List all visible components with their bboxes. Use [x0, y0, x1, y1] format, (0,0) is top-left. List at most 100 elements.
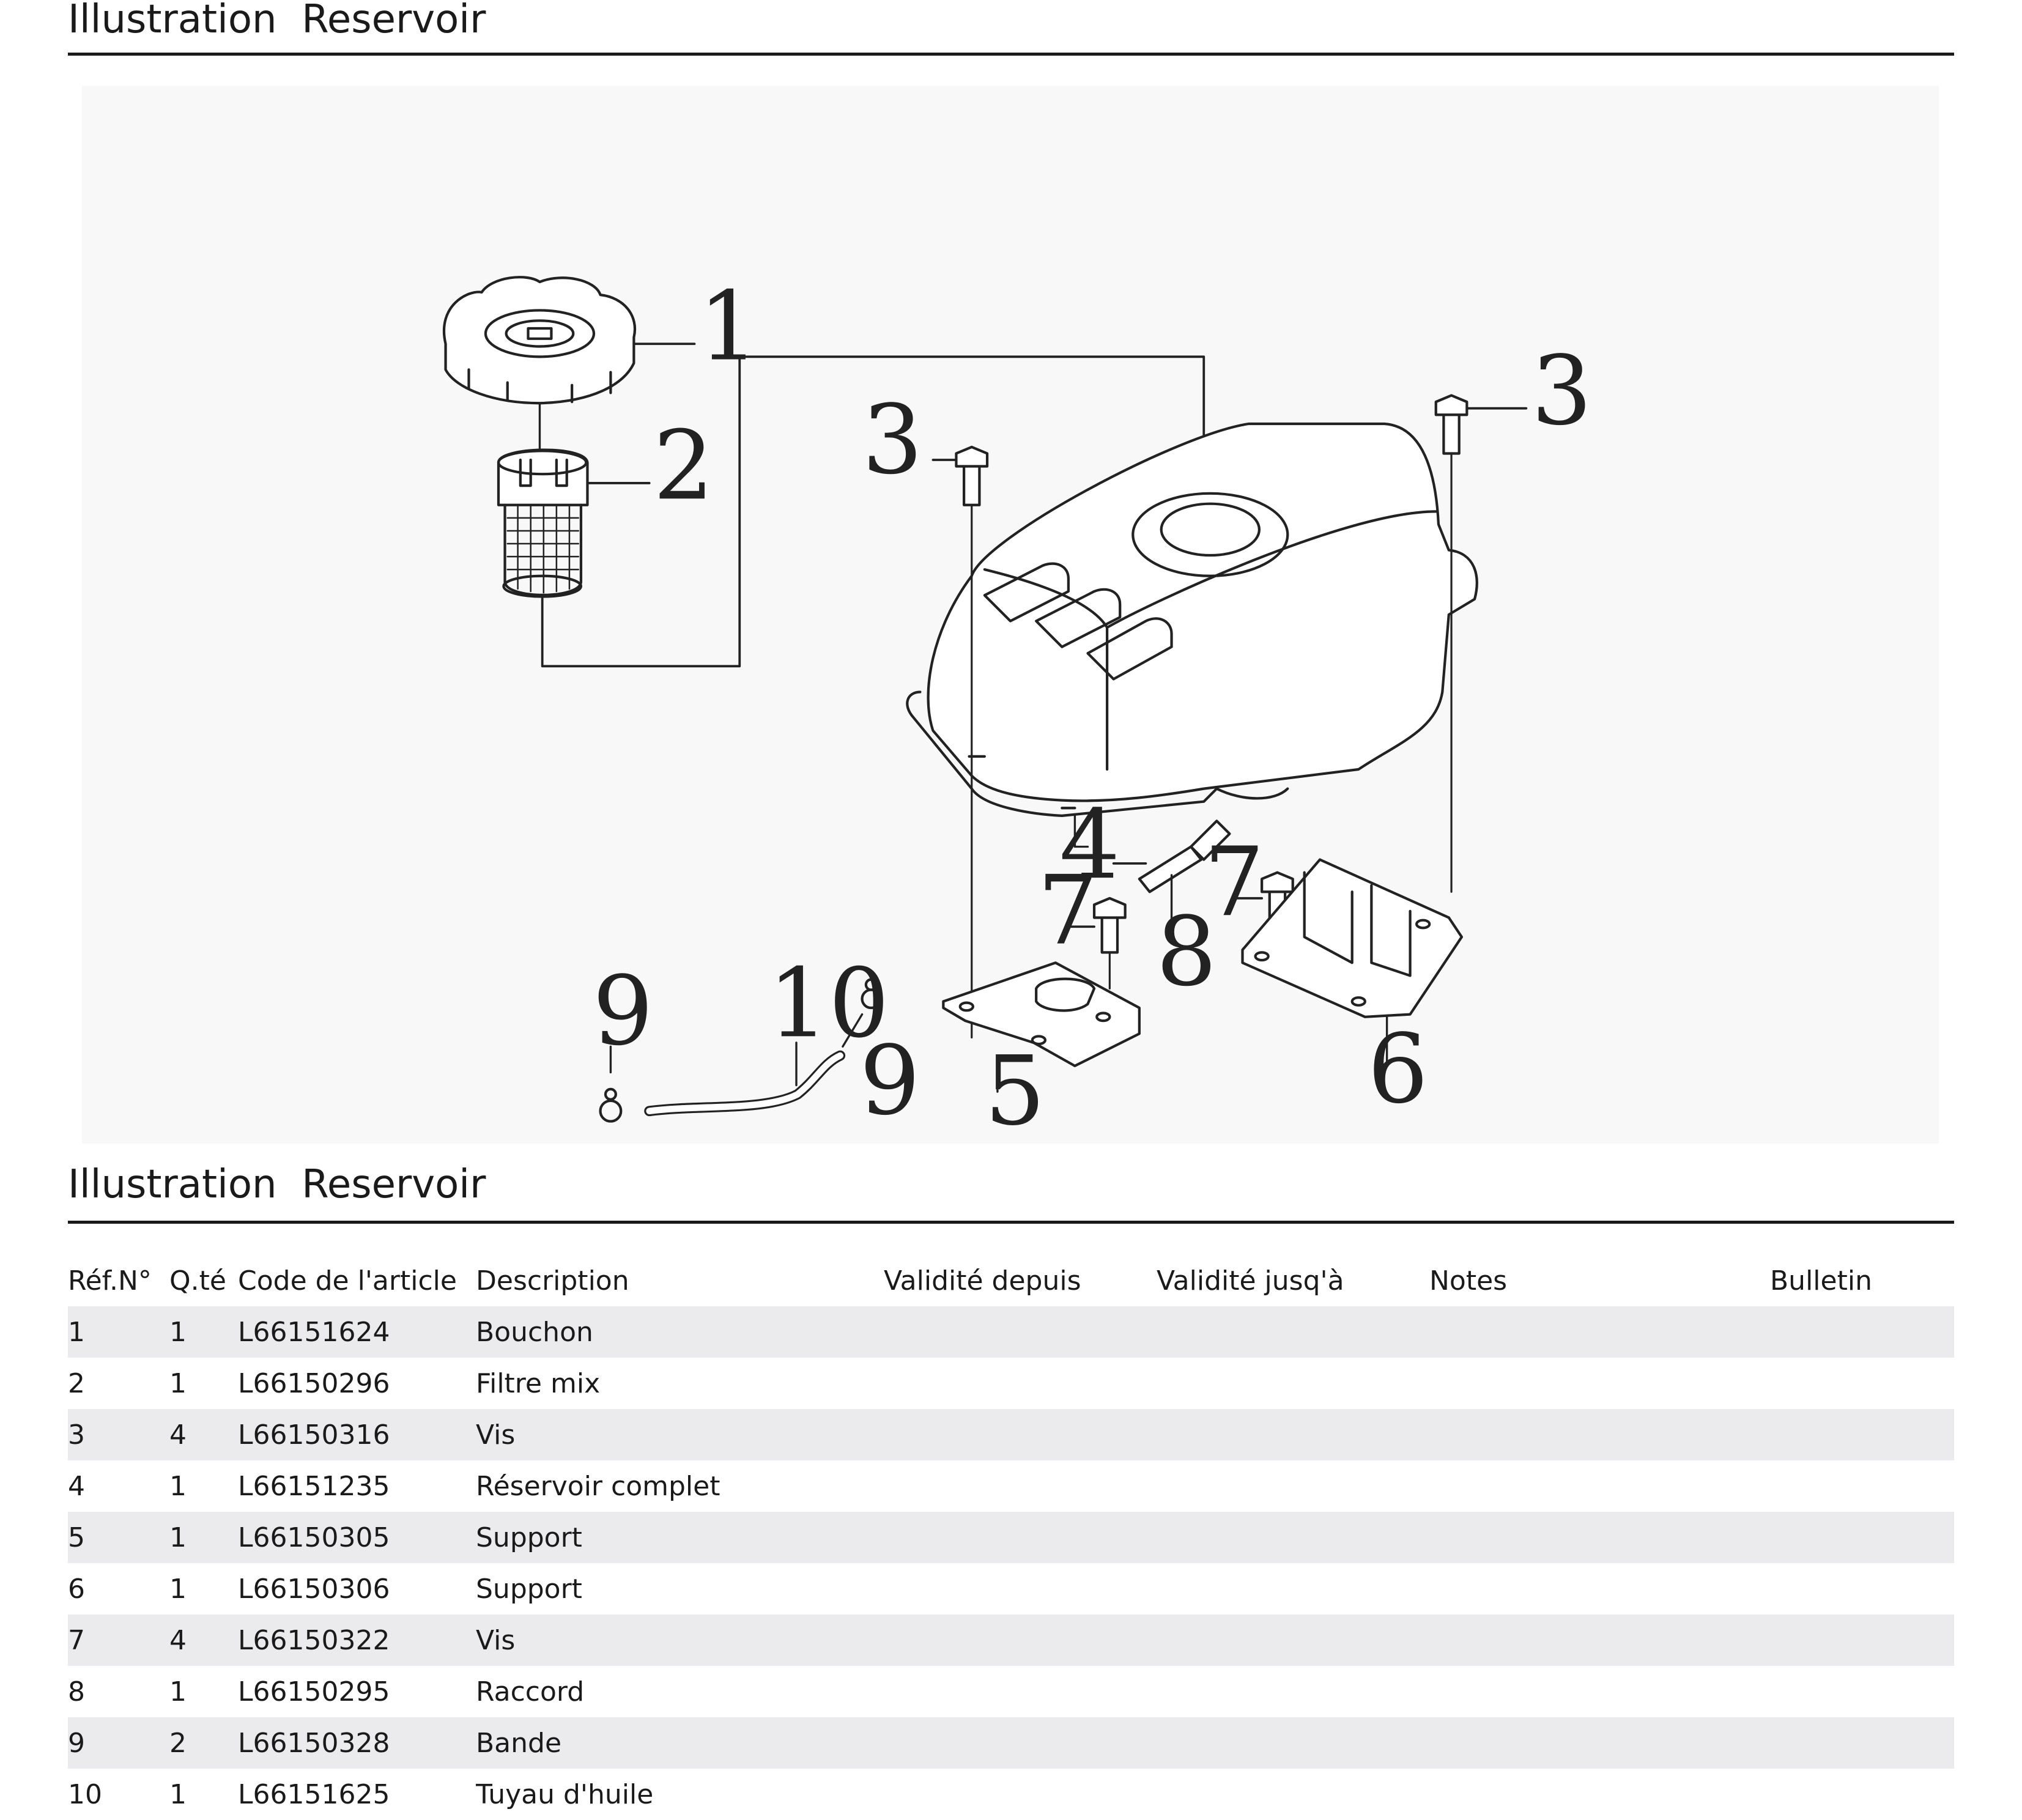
- cell-qty: 1: [169, 1367, 187, 1399]
- cell-valid-to: [1157, 1306, 1429, 1358]
- fuel-fitting-part: [1112, 819, 1231, 925]
- callout-1: 1: [698, 271, 759, 382]
- cell-qty: 2: [169, 1727, 187, 1759]
- callout-8: 8: [1156, 896, 1217, 1007]
- cell-code: L66151624: [238, 1316, 390, 1348]
- cell-valid-to: [1157, 1666, 1429, 1717]
- cell-code: L66150306: [238, 1573, 390, 1605]
- cell-valid-to: [1157, 1769, 1429, 1820]
- cell-notes: [1429, 1666, 1770, 1717]
- cell-notes: [1429, 1615, 1770, 1666]
- exploded-parts-drawing: 1 2 3 3 4 5 6 7 7 8 9 9 10: [82, 86, 1939, 1144]
- cell-qty: 1: [169, 1676, 187, 1707]
- cell-description: Vis: [476, 1419, 516, 1451]
- cell-description: Support: [476, 1522, 582, 1553]
- screw-parts: [931, 394, 1528, 1039]
- cell-qty: 1: [169, 1573, 187, 1605]
- cell-description: Vis: [476, 1624, 516, 1656]
- cell-code: L66150328: [238, 1727, 390, 1759]
- cell-code: L66151235: [238, 1470, 390, 1502]
- fuel-filter-part: [497, 355, 1205, 668]
- parts-table: Réf.N° Q.té Code de l'article Descriptio…: [68, 1255, 1954, 1820]
- cell-qty: 4: [169, 1419, 187, 1451]
- callout-4: 4: [1059, 789, 1120, 900]
- column-header-notes: Notes: [1429, 1265, 1508, 1297]
- cell-code: L66150295: [238, 1676, 390, 1707]
- cell-notes: [1429, 1512, 1770, 1563]
- cell-valid-to: [1157, 1460, 1429, 1512]
- fuel-tank-part: [906, 422, 1478, 848]
- cell-code: L66150322: [238, 1624, 390, 1656]
- cell-qty: 4: [169, 1624, 187, 1656]
- cell-qty: 1: [169, 1522, 187, 1553]
- cell-code: L66150305: [238, 1522, 390, 1553]
- cell-qty: 1: [169, 1778, 187, 1810]
- column-header-qty: Q.té: [169, 1265, 226, 1297]
- cell-description: Support: [476, 1573, 582, 1605]
- page-title: Illustration Reservoir: [68, 0, 486, 42]
- cell-notes: [1429, 1769, 1770, 1820]
- table-row: 6 1 L66150306 Support: [68, 1563, 1954, 1615]
- cell-notes: [1429, 1306, 1770, 1358]
- callout-10: 10: [768, 947, 890, 1059]
- column-header-code: Code de l'article: [238, 1265, 457, 1297]
- cell-valid-from: [884, 1306, 1157, 1358]
- cell-bulletin: [1770, 1666, 1954, 1717]
- column-header-bulletin: Bulletin: [1770, 1265, 1872, 1297]
- cell-ref: 1: [68, 1316, 85, 1348]
- hose-band-parts: [599, 978, 882, 1123]
- cell-valid-from: [884, 1615, 1157, 1666]
- callout-9-right: 9: [859, 1025, 920, 1136]
- callout-3-left: 3: [862, 384, 923, 495]
- cell-valid-from: [884, 1769, 1157, 1820]
- table-header-row: Réf.N° Q.té Code de l'article Descriptio…: [68, 1255, 1954, 1306]
- cell-qty: 1: [169, 1316, 187, 1348]
- cell-bulletin: [1770, 1717, 1954, 1769]
- section-title: Illustration Reservoir: [68, 1162, 486, 1207]
- cell-code: L66150296: [238, 1367, 390, 1399]
- cell-ref: 9: [68, 1727, 85, 1759]
- cell-valid-to: [1157, 1358, 1429, 1409]
- cell-bulletin: [1770, 1769, 1954, 1820]
- cell-ref: 6: [68, 1573, 85, 1605]
- cell-ref: 5: [68, 1522, 85, 1553]
- cell-ref: 3: [68, 1419, 85, 1451]
- cell-valid-from: [884, 1358, 1157, 1409]
- cell-notes: [1429, 1563, 1770, 1615]
- oil-hose-part: [644, 1041, 846, 1117]
- cell-notes: [1429, 1460, 1770, 1512]
- callout-7-left: 7: [1037, 855, 1098, 966]
- cell-description: Bande: [476, 1727, 562, 1759]
- cell-valid-to: [1157, 1563, 1429, 1615]
- cell-bulletin: [1770, 1306, 1954, 1358]
- cell-bulletin: [1770, 1409, 1954, 1460]
- cell-description: Réservoir complet: [476, 1470, 720, 1502]
- section-divider: [68, 1221, 1954, 1224]
- cell-notes: [1429, 1358, 1770, 1409]
- bracket-right-part: [1241, 858, 1464, 1067]
- cell-bulletin: [1770, 1460, 1954, 1512]
- column-header-description: Description: [476, 1265, 629, 1297]
- fuel-cap-part: [443, 276, 636, 405]
- cell-valid-from: [884, 1460, 1157, 1512]
- cell-valid-to: [1157, 1512, 1429, 1563]
- column-header-ref: Réf.N°: [68, 1265, 152, 1297]
- cell-ref: 8: [68, 1676, 85, 1707]
- cell-valid-from: [884, 1717, 1157, 1769]
- cell-bulletin: [1770, 1615, 1954, 1666]
- cell-notes: [1429, 1717, 1770, 1769]
- cell-ref: 10: [68, 1778, 102, 1810]
- cell-notes: [1429, 1409, 1770, 1460]
- cell-description: Tuyau d'huile: [476, 1778, 654, 1810]
- callout-5: 5: [985, 1035, 1045, 1144]
- cell-valid-to: [1157, 1409, 1429, 1460]
- cell-valid-from: [884, 1409, 1157, 1460]
- cell-bulletin: [1770, 1512, 1954, 1563]
